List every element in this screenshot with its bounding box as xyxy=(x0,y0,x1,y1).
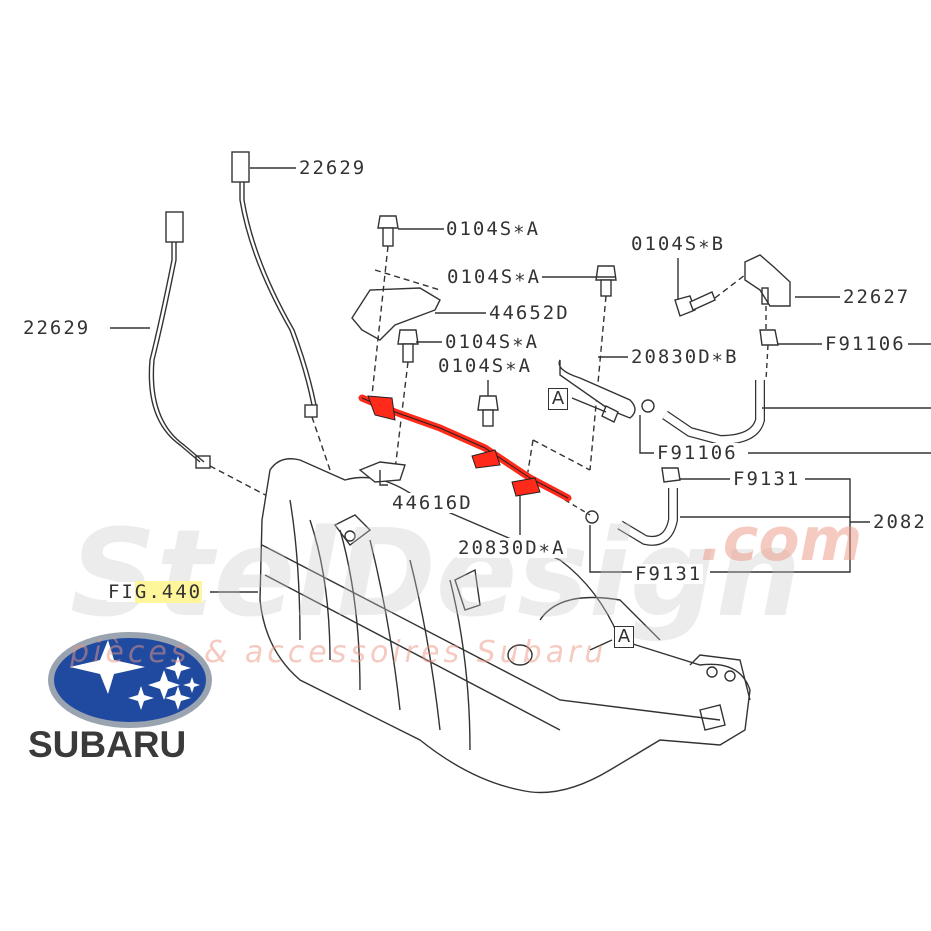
bolts xyxy=(377,215,716,427)
pressure-sensor-22627 xyxy=(744,254,791,307)
sensor-wire-top xyxy=(239,182,313,406)
label-22629-top[interactable]: 22629 xyxy=(298,157,368,179)
sensor-wire-left xyxy=(148,242,201,463)
label-2082[interactable]: 2082 xyxy=(872,511,928,533)
label-F91106-1[interactable]: F91106 xyxy=(824,333,907,355)
label-F9131-1[interactable]: F9131 xyxy=(732,468,802,490)
label-44616D[interactable]: 44616D xyxy=(391,492,474,514)
label-F91106-2[interactable]: F91106 xyxy=(656,442,739,464)
sensor-connector-left xyxy=(165,211,184,243)
label-20830D-B[interactable]: 20830D∗B xyxy=(630,346,740,368)
label-0104S-A-4[interactable]: 0104S∗A xyxy=(437,355,534,377)
cover-44652D xyxy=(351,287,441,341)
label-F9131-2[interactable]: F9131 xyxy=(634,563,704,585)
label-0104S-A-3[interactable]: 0104S∗A xyxy=(444,331,541,353)
subaru-logo-text: SUBARU xyxy=(28,724,187,765)
label-20830D-A[interactable]: 20830D∗A xyxy=(457,537,567,559)
reference-a-box-2: A xyxy=(614,626,634,648)
label-0104S-A-1[interactable]: 0104S∗A xyxy=(445,218,542,240)
pipe-20830D-B xyxy=(558,359,636,419)
label-44652D[interactable]: 44652D xyxy=(488,302,571,324)
label-0104S-B[interactable]: 0104S∗B xyxy=(630,233,727,255)
highlighted-pipe-20830D-A xyxy=(358,394,572,502)
subaru-logo-emblem xyxy=(48,632,212,728)
label-22629-left[interactable]: 22629 xyxy=(22,317,92,339)
bracket-44616D xyxy=(358,461,406,483)
fig-highlight: G.440 xyxy=(134,581,203,603)
label-22627[interactable]: 22627 xyxy=(842,286,912,308)
reference-a-box-1: A xyxy=(548,388,568,410)
label-fig-440[interactable]: FIG.440 xyxy=(107,581,204,603)
fig-prefix: FI xyxy=(108,581,135,603)
sensor-connector-top xyxy=(231,151,250,183)
label-0104S-A-2[interactable]: 0104S∗A xyxy=(446,266,543,288)
